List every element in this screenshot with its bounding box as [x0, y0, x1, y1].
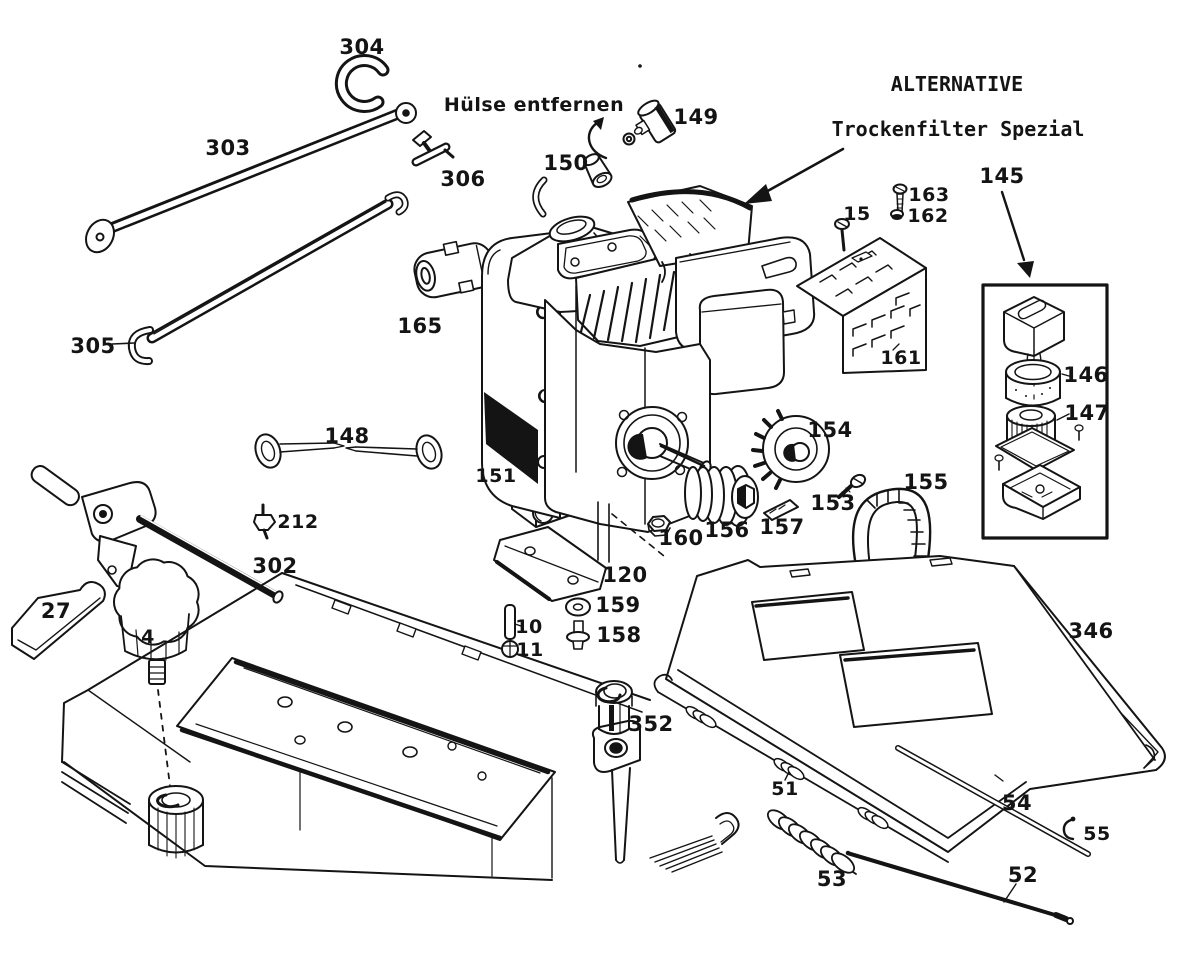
part-label-302: 302 [252, 554, 298, 578]
pulley-156-drawing [684, 465, 759, 527]
part-label-159: 159 [595, 593, 641, 617]
part-label-55: 55 [1083, 823, 1111, 845]
screw-163-drawing [892, 183, 908, 213]
part-label-4: 4 [141, 626, 155, 648]
pin-10-nut-11-drawing [501, 604, 522, 658]
heading-alternative: ALTERNATIVE [890, 72, 1024, 96]
part-label-346: 346 [1068, 619, 1114, 643]
retainer-clip-304-drawing [334, 54, 390, 113]
knob-4-drawing [113, 558, 200, 787]
part-label-51: 51 [771, 778, 799, 800]
part-label-54: 54 [1001, 791, 1033, 815]
rod-54-drawing [895, 745, 1091, 857]
part-label-304: 304 [339, 35, 385, 59]
part-label-10: 10 [515, 616, 543, 638]
part-label-212: 212 [277, 511, 319, 533]
part-label-305: 305 [70, 334, 116, 358]
bolt-306-drawing [411, 130, 455, 167]
curved-arrow-huelse [587, 117, 608, 160]
part-label-15: 15 [843, 203, 871, 225]
valves-148-drawing [254, 433, 443, 470]
part-label-52: 52 [1007, 863, 1039, 887]
part-label-155: 155 [903, 470, 949, 494]
part-label-120: 120 [602, 563, 648, 587]
arrow-to-air-cleaner [744, 147, 845, 204]
brace-rod-303-drawing [85, 102, 417, 254]
part-label-53: 53 [816, 867, 848, 891]
fitting-149-drawing [633, 99, 677, 144]
part-label-163: 163 [908, 184, 950, 206]
part-label-158: 158 [596, 623, 642, 647]
gear-154-drawing [751, 409, 830, 490]
washer-159-bolt-158-drawing [565, 597, 591, 650]
part-label-303: 303 [205, 136, 251, 160]
part-label-161: 161 [880, 347, 922, 369]
bushing-352-drawing [595, 680, 633, 735]
part-label-162: 162 [907, 205, 949, 227]
part-label-149: 149 [673, 105, 719, 129]
part-label-151: 151 [475, 465, 517, 487]
wedge-27-drawing [11, 580, 106, 660]
part-label-157: 157 [759, 515, 805, 539]
screw-153-drawing [837, 473, 867, 499]
belt-155-drawing [851, 487, 932, 568]
part-label-11: 11 [516, 639, 544, 661]
nut-162-drawing [890, 209, 904, 220]
sleeve-150-drawing [583, 153, 613, 189]
canister-165-drawing [413, 240, 495, 299]
part-label-153: 153 [810, 491, 856, 515]
nut-160-drawing [647, 515, 671, 537]
bolt-212-drawing [253, 503, 276, 540]
part-label-306: 306 [440, 167, 486, 191]
spring-53-drawing [766, 809, 857, 875]
note-huelse-entfernen: Hülse entfernen [443, 94, 625, 116]
screw-15-drawing [834, 218, 850, 252]
part-label-154: 154 [807, 418, 853, 442]
ring-149-drawing [622, 132, 636, 146]
part-label-147: 147 [1064, 401, 1110, 425]
part-label-148: 148 [324, 424, 370, 448]
cable-51-drawing [653, 673, 949, 863]
cover-346-drawing [665, 555, 1166, 853]
ring-149-hole [625, 135, 633, 143]
part-label-27: 27 [40, 599, 72, 623]
part-label-352: 352 [628, 712, 674, 736]
part-label-150: 150 [543, 151, 589, 175]
screen-161-drawing [796, 237, 927, 374]
part-label-165: 165 [397, 314, 443, 338]
key-157-drawing [763, 499, 799, 521]
deck-housing-drawing [61, 572, 740, 881]
filter-box-145-drawing [981, 283, 1109, 540]
speck [638, 64, 642, 68]
hook-55-drawing [1062, 816, 1076, 841]
plate-120-drawing [493, 526, 607, 602]
brace-rod-305-drawing [111, 191, 409, 366]
arrow-to-filter-box [1000, 190, 1034, 278]
part-label-145: 145 [979, 164, 1025, 188]
engine-assembly-drawing [481, 176, 816, 563]
part-label-156: 156 [704, 518, 750, 542]
rod-52-drawing [845, 850, 1074, 925]
part-label-146: 146 [1063, 363, 1109, 387]
note-trockenfilter-spezial: Trockenfilter Spezial [831, 117, 1085, 141]
part-label-160: 160 [658, 526, 704, 550]
